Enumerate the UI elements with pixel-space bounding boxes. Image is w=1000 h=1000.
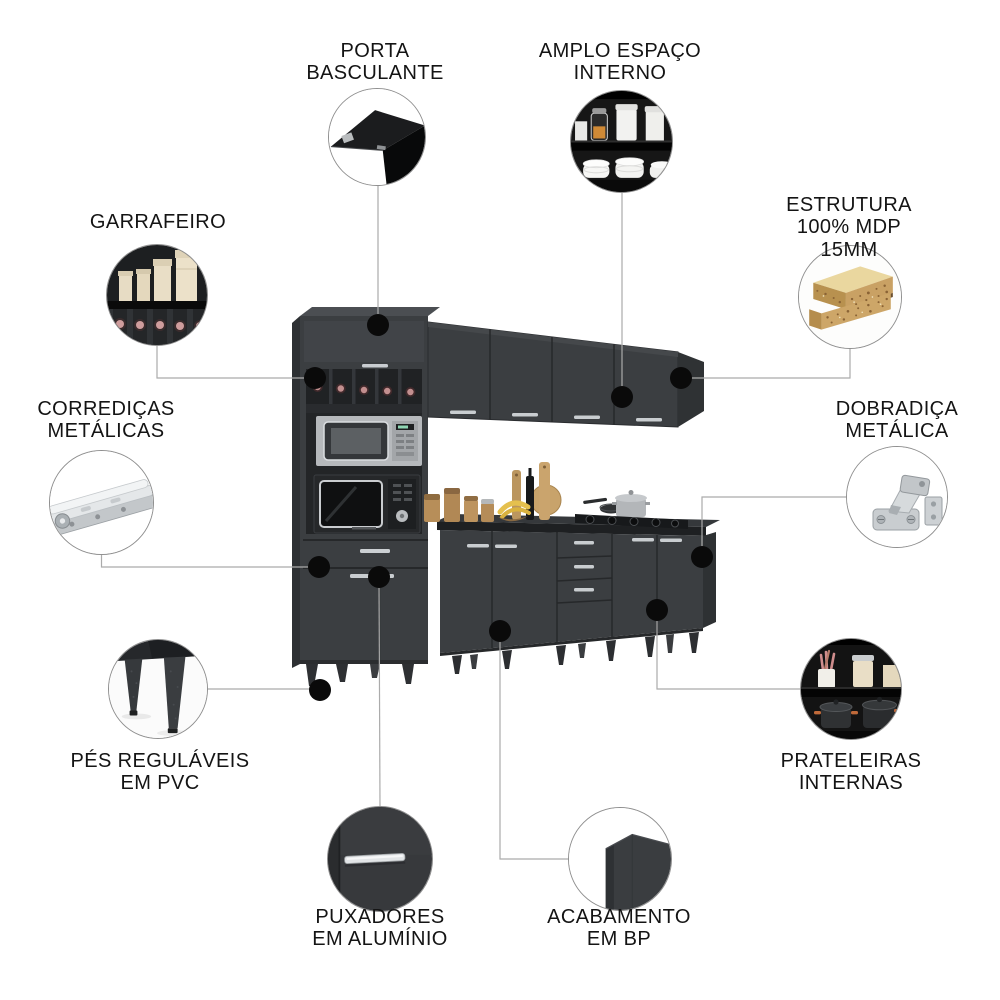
tower-cabinet	[292, 307, 440, 686]
drawer-slide-photo	[49, 450, 154, 555]
base-cabinet-handles	[467, 538, 682, 592]
callout-label-corredicas-metalicas: CORREDIÇAS METÁLICAS	[37, 398, 175, 443]
callout-label-estrutura-mdp: ESTRUTURA 100% MDP 15MM	[786, 194, 912, 261]
interior-shelves-photo	[570, 90, 673, 193]
base-feet	[452, 632, 699, 674]
wine-rack-photo	[106, 244, 208, 346]
callout-label-puxadores-aluminio: PUXADORES EM ALUMÍNIO	[312, 906, 448, 951]
metal-hinge-photo	[846, 446, 948, 548]
callout-label-garrafeiro: GARRAFEIRO	[89, 211, 227, 233]
mdp-board-photo	[798, 245, 902, 349]
adjustable-feet-photo	[108, 639, 208, 739]
bp-finish-photo	[568, 807, 672, 911]
flap-door-photo	[328, 88, 426, 186]
callout-label-dobradica-metalica: DOBRADIÇA METÁLICA	[835, 398, 959, 443]
callout-label-acabamento-bp: ACABAMENTO EM BP	[547, 906, 691, 951]
connector-dots	[304, 314, 713, 701]
callout-label-pes-regulaveis: PÉS REGULÁVEIS EM PVC	[70, 750, 250, 795]
leader-lines	[100, 186, 851, 860]
oven	[313, 474, 421, 534]
microwave	[316, 416, 422, 466]
tower-feet	[306, 664, 414, 686]
counter-decor	[424, 462, 688, 529]
aluminium-handle-photo	[327, 806, 433, 912]
wall-cabinet	[427, 321, 704, 428]
callout-label-prateleiras-internas: PRATELEIRAS INTERNAS	[780, 750, 922, 795]
callout-label-porta-basculante: PORTA BASCULANTE	[306, 40, 444, 85]
wall-cabinet-handles	[450, 410, 662, 422]
inner-shelves-photo	[800, 638, 902, 740]
base-cabinet	[437, 514, 720, 674]
callout-label-amplo-espaco-interno: AMPLO ESPAÇO INTERNO	[538, 40, 702, 85]
